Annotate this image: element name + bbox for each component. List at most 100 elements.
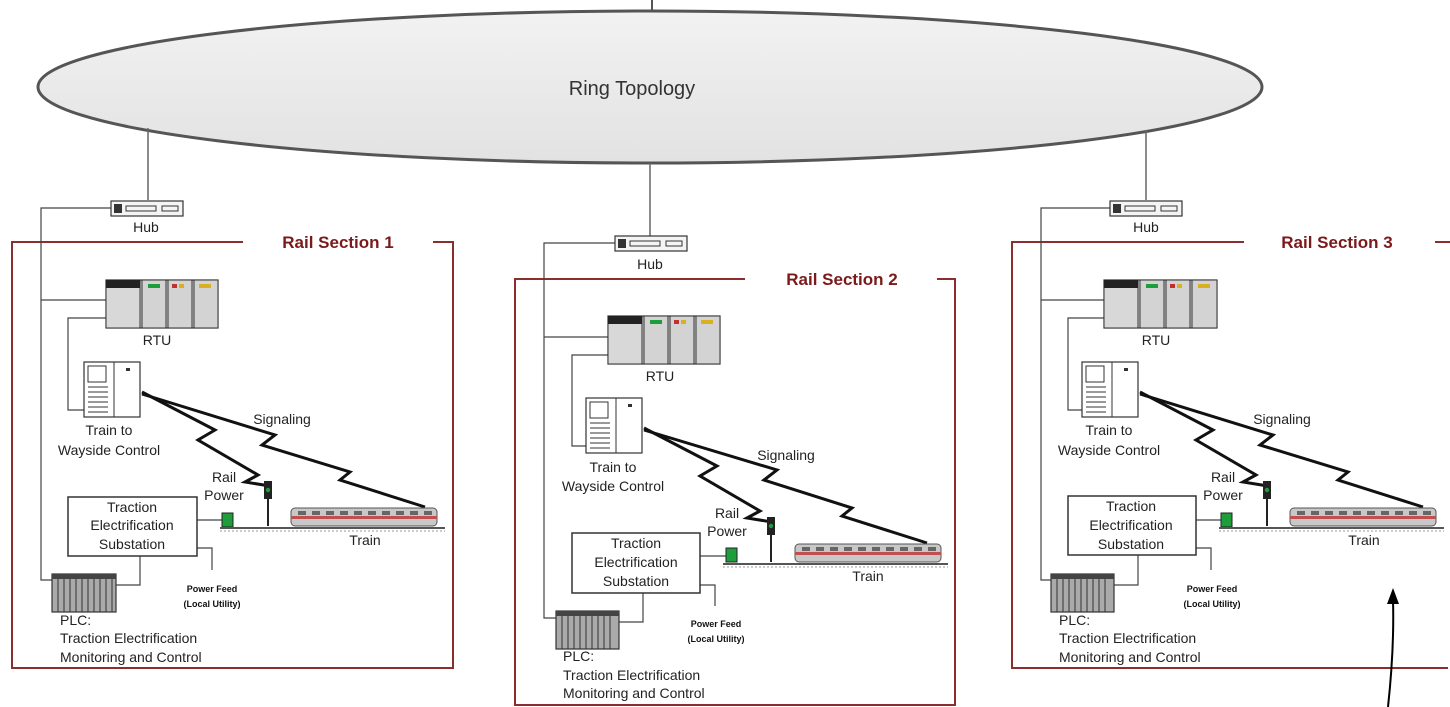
rtu-device[interactable] — [105, 279, 219, 329]
wayside-label-line1: Train to — [1086, 422, 1133, 438]
train-icon — [1289, 507, 1437, 527]
substation-to-feed-line — [700, 584, 716, 606]
power-feed-label-line2: (Local Utility) — [183, 599, 240, 609]
substation-to-feed-line — [197, 547, 213, 570]
hub-to-plc-line — [543, 242, 615, 619]
substation-to-plc-line — [619, 593, 644, 623]
traction-substation[interactable] — [1067, 495, 1197, 556]
rtu-to-wayside-line — [67, 317, 106, 411]
power-feed-label-line2: (Local Utility) — [687, 634, 744, 644]
signal-light — [767, 517, 775, 562]
substation-label-line1: Traction — [611, 535, 661, 551]
signaling-link-to-signal — [141, 390, 271, 488]
plc-label-line3: Monitoring and Control — [563, 685, 705, 701]
hub-to-plc-line — [40, 207, 111, 581]
hub-label: Hub — [637, 256, 663, 272]
plc-device[interactable] — [1050, 573, 1115, 613]
rail-section-1: Rail Section 1 Hub RTU — [11, 200, 454, 669]
wayside-label-line2: Wayside Control — [58, 442, 160, 458]
traction-substation[interactable] — [67, 496, 198, 557]
train-icon — [794, 543, 942, 563]
substation-to-feed-line — [1196, 547, 1212, 570]
rtu-device[interactable] — [1103, 279, 1218, 329]
rail-section-2: Rail Section 2 Hub RTU — [514, 235, 956, 706]
ring-label: Ring Topology — [569, 78, 695, 100]
train-label: Train — [349, 532, 380, 548]
substation-label-line1: Traction — [1106, 498, 1156, 514]
signaling-label: Signaling — [1253, 411, 1311, 427]
train-label: Train — [1348, 532, 1379, 548]
plc-label-line3: Monitoring and Control — [60, 649, 202, 665]
rtu-label: RTU — [646, 368, 675, 384]
signaling-label: Signaling — [253, 411, 311, 427]
plc-label-line1: PLC: — [60, 612, 91, 628]
section-border — [1011, 241, 1448, 669]
wayside-label-line1: Train to — [86, 422, 133, 438]
train-icon — [290, 507, 438, 527]
substation-label-line1: Traction — [107, 499, 157, 515]
rtu-label: RTU — [143, 332, 172, 348]
hub[interactable] — [614, 235, 688, 252]
rail-section-3: Rail Section 3 Hub RTU — [1011, 200, 1450, 669]
rail-power-connector — [221, 512, 234, 528]
hub-label: Hub — [1133, 219, 1159, 235]
signaling-label: Signaling — [757, 447, 815, 463]
wayside-label-line2: Wayside Control — [1058, 442, 1160, 458]
plc-label-line2: Traction Electrification — [1059, 630, 1196, 646]
signal-light — [1263, 481, 1271, 526]
hub[interactable] — [1109, 200, 1183, 217]
signaling-link-to-signal — [1139, 390, 1269, 488]
plc-label-line2: Traction Electrification — [60, 630, 197, 646]
rail-power-label-line1: Rail — [212, 469, 236, 485]
rail-power-label-line2: Power — [707, 523, 747, 539]
substation-label-line2: Electrification — [90, 517, 173, 533]
plc-label-line2: Traction Electrification — [563, 667, 700, 683]
plc-device[interactable] — [51, 573, 117, 613]
rtu-to-wayside-line — [571, 354, 608, 447]
signaling-link-to-signal — [643, 426, 773, 524]
wayside-label-line2: Wayside Control — [562, 478, 664, 494]
hub-label: Hub — [133, 219, 159, 235]
signaling-link-to-train — [1139, 392, 1424, 509]
wayside-label-line1: Train to — [590, 459, 637, 475]
rtu-label: RTU — [1142, 332, 1171, 348]
hub-to-plc-line — [1040, 207, 1110, 581]
plc-device[interactable] — [555, 610, 620, 650]
substation-to-plc-line — [116, 556, 141, 586]
plc-label-line1: PLC: — [563, 648, 594, 664]
wayside-controller[interactable] — [585, 397, 643, 454]
rail-power-connector — [1220, 512, 1233, 528]
plc-label-line1: PLC: — [1059, 612, 1090, 628]
rail-power-label-line2: Power — [1203, 487, 1243, 503]
wayside-controller[interactable] — [1081, 361, 1139, 418]
power-feed-label-line2: (Local Utility) — [1183, 599, 1240, 609]
section-title: Rail Section 1 — [282, 233, 393, 252]
substation-to-plc-line — [1114, 555, 1139, 586]
rail-power-label-line1: Rail — [715, 505, 739, 521]
section-title: Rail Section 2 — [786, 270, 897, 289]
wayside-controller[interactable] — [83, 361, 141, 418]
substation-label-line3: Substation — [1098, 536, 1164, 552]
signal-light — [264, 481, 272, 526]
substation-label-line2: Electrification — [594, 554, 677, 570]
section-border — [514, 278, 956, 706]
substation-label-line3: Substation — [603, 573, 669, 589]
power-feed-label-line1: Power Feed — [691, 619, 742, 629]
rtu-device[interactable] — [607, 315, 721, 365]
power-feed-label-line1: Power Feed — [187, 584, 238, 594]
rtu-to-wayside-line — [1067, 317, 1104, 411]
rail-power-label-line1: Rail — [1211, 469, 1235, 485]
substation-label-line3: Substation — [99, 536, 165, 552]
power-feed-label-line1: Power Feed — [1187, 584, 1238, 594]
traction-substation[interactable] — [571, 532, 701, 594]
annotation-arrow — [1387, 588, 1399, 707]
signaling-link-to-train — [643, 428, 928, 545]
hub[interactable] — [110, 200, 184, 217]
section-title: Rail Section 3 — [1281, 233, 1392, 252]
rail-power-connector — [725, 547, 738, 563]
substation-label-line2: Electrification — [1089, 517, 1172, 533]
train-label: Train — [852, 568, 883, 584]
rail-power-label-line2: Power — [204, 487, 244, 503]
section-border — [11, 241, 454, 669]
